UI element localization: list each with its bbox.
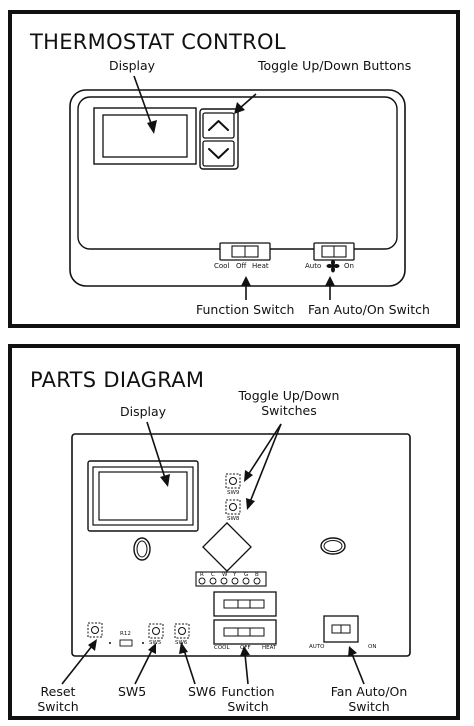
sw9-switch [225, 473, 241, 489]
parts-diagram-panel: PARTS DIAGRAM Toggle Up/Down Switches Di… [8, 344, 460, 720]
sw8-switch [225, 499, 241, 515]
fan-switch-label: Fan Auto/On Switch [308, 302, 430, 317]
thermostat-control-panel: THERMOSTAT CONTROL Display Toggle Up/Dow… [8, 10, 460, 328]
board-on-text: ON [368, 644, 377, 650]
reset-switch [87, 622, 103, 638]
display-leader [133, 75, 153, 127]
sw6-switch [174, 623, 190, 639]
sw5-switch [148, 623, 164, 639]
fan-switch-label: Fan Auto/On Switch [330, 684, 408, 714]
board-cool-text: COOL [214, 645, 230, 651]
panel-title: THERMOSTAT CONTROL [30, 30, 286, 54]
toggle-leader [239, 93, 257, 109]
ic-chip [202, 522, 252, 572]
board-fan-switch [323, 615, 359, 643]
sw9-text: SW9 [227, 490, 240, 496]
display-label: Display [109, 58, 156, 73]
thermostat-drawing [69, 75, 406, 300]
terminal-r: R [200, 572, 204, 578]
display-leader [146, 421, 166, 479]
sw8-text: SW8 [227, 516, 240, 522]
sw5-text: SW5 [149, 640, 162, 646]
terminal-b: B [255, 572, 259, 578]
down-button [202, 140, 235, 167]
reset-leader [61, 645, 93, 685]
panel-title: PARTS DIAGRAM [30, 368, 205, 392]
board-auto-text: AUTO [309, 644, 325, 650]
function-leader [244, 653, 249, 685]
fan-icon [326, 259, 340, 273]
function-position-off: Off [236, 262, 247, 270]
sw5-leader [134, 649, 153, 685]
fan-leader [351, 653, 365, 685]
sw8-leader [249, 423, 282, 503]
chevron-down-icon [208, 148, 229, 159]
sw9-leader [247, 423, 282, 476]
display-screen [98, 471, 188, 521]
r12-resistor [119, 639, 133, 647]
sw6-leader [183, 649, 196, 685]
board-off-text: OFF [240, 645, 251, 651]
chevron-up-icon [208, 120, 229, 131]
circuit-board-drawing [61, 421, 411, 685]
fan-position-on: On [344, 262, 354, 270]
toggle-switches-label: Toggle Up/Down Switches [238, 388, 340, 418]
function-switch-label: Function Switch [196, 302, 295, 317]
reset-switch-label: Reset Switch [37, 684, 79, 714]
up-button [202, 112, 235, 139]
sw6-text: SW6 [175, 640, 188, 646]
fan-position-auto: Auto [305, 262, 322, 270]
r12-text: R12 [120, 631, 131, 637]
terminal-c: C [211, 572, 215, 578]
sw6-label: SW6 [188, 684, 217, 699]
sw5-label: SW5 [118, 684, 147, 699]
display-screen [102, 114, 188, 158]
display-label: Display [120, 404, 167, 419]
function-switch-label: Function Switch [221, 684, 275, 714]
function-position-heat: Heat [252, 262, 269, 270]
terminal-g: G [244, 572, 249, 578]
terminal-w: W [222, 572, 228, 578]
board-heat-text: HEAT [262, 645, 277, 651]
function-position-cool: Cool [214, 262, 230, 270]
terminal-y: Y [233, 572, 237, 578]
toggle-buttons-label: Toggle Up/Down Buttons [258, 58, 412, 73]
